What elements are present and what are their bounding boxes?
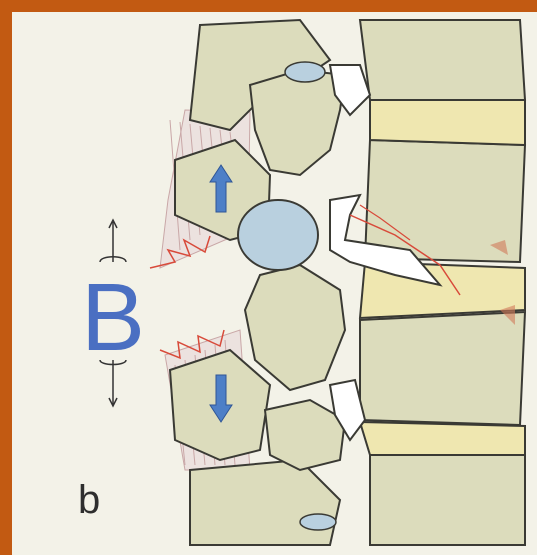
panel-label: b — [78, 478, 100, 523]
vertebral-body-3 — [360, 312, 525, 425]
vertebral-body-4 — [370, 455, 525, 545]
disc-3 — [360, 422, 525, 455]
type-symbol: B — [81, 264, 145, 371]
capsule-upper — [285, 62, 325, 82]
disc-1 — [370, 100, 525, 145]
vertebral-body-1 — [360, 20, 525, 100]
capsule-lower — [300, 514, 336, 530]
ligamentum-capsule — [238, 200, 318, 270]
